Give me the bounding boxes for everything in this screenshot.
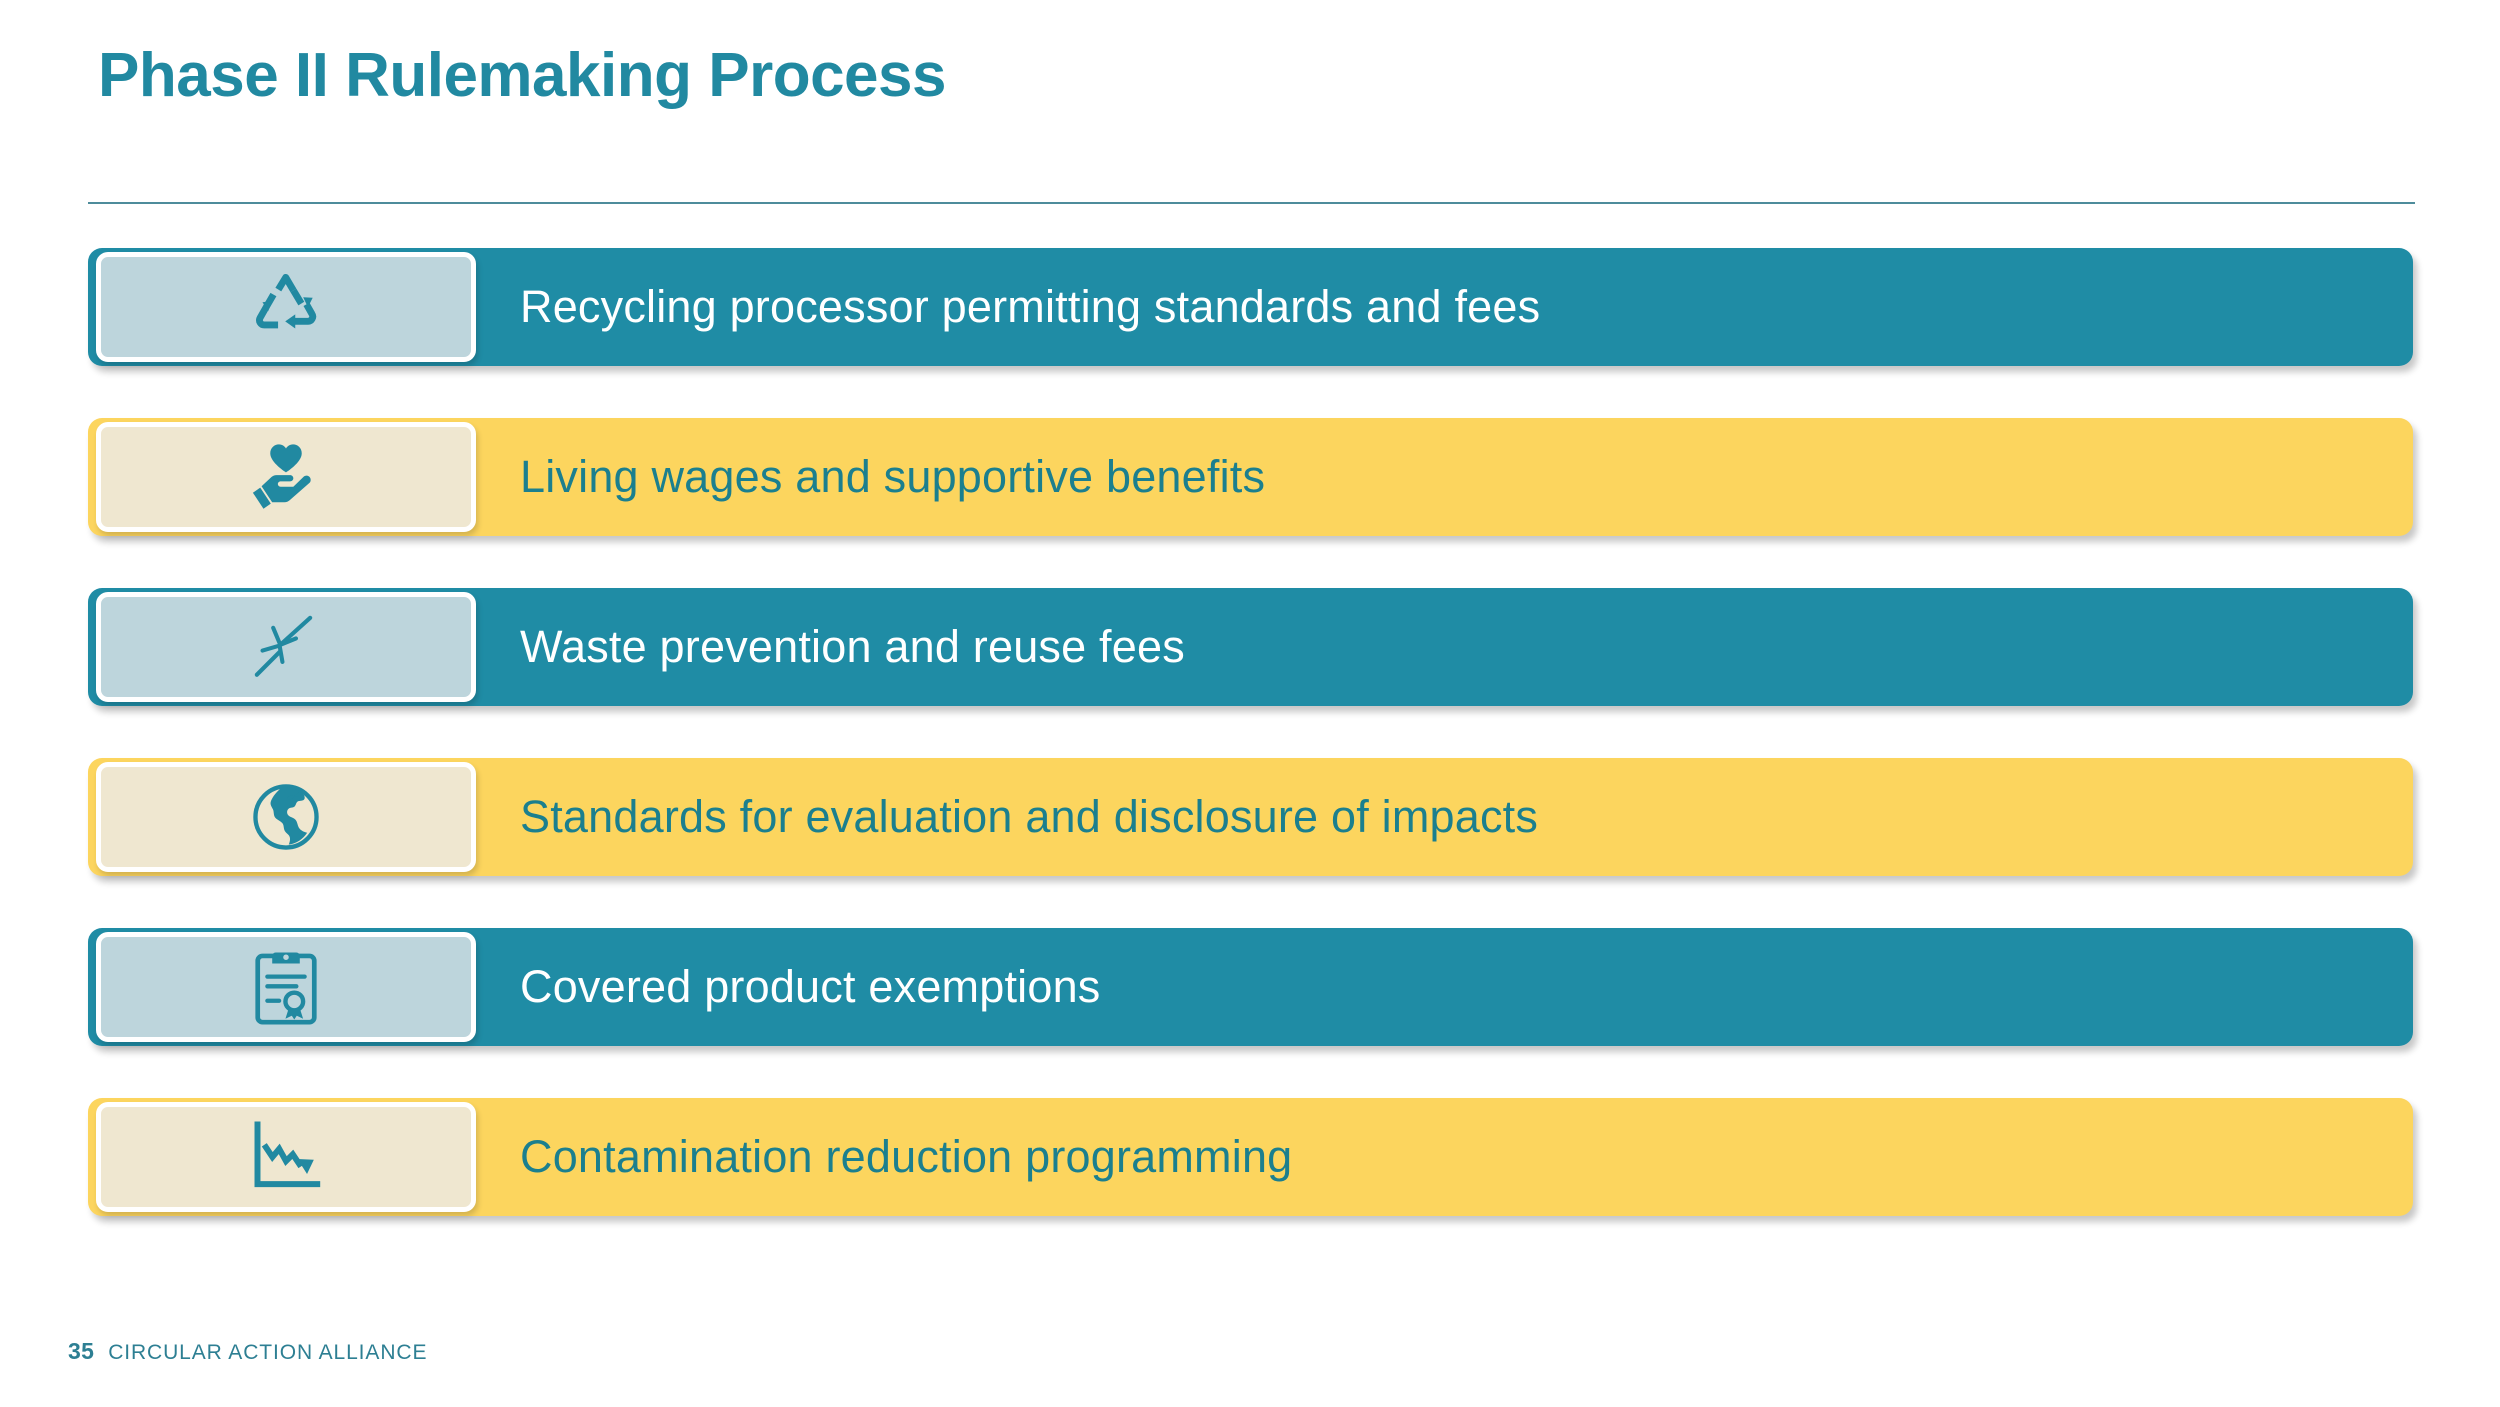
list-item-label: Living wages and supportive benefits	[520, 451, 1266, 502]
list-item-label: Waste prevention and reuse fees	[520, 621, 1185, 672]
heart-in-hand-icon	[252, 444, 311, 509]
list-item[interactable]: Recycling processor permitting standards…	[0, 248, 2500, 366]
list-item[interactable]: Living wages and supportive benefits	[0, 418, 2500, 536]
list-item-label: Covered product exemptions	[520, 961, 1101, 1012]
reduce-arrows-icon	[254, 615, 313, 677]
list-item-label: Contamination reduction programming	[520, 1131, 1293, 1182]
row-icon-box	[96, 762, 476, 872]
page-number: 35	[68, 1338, 95, 1364]
list-item-label: Standards for evaluation and disclosure …	[520, 791, 1539, 842]
row-icon-box	[96, 1102, 476, 1212]
list-item[interactable]: Standards for evaluation and disclosure …	[0, 758, 2500, 876]
rulemaking-topic-list: Recycling processor permitting standards…	[0, 248, 2500, 1268]
row-icon-box	[96, 932, 476, 1042]
list-item-label: Recycling processor permitting standards…	[520, 281, 1541, 332]
row-icon-box	[96, 252, 476, 362]
list-item[interactable]: Contamination reduction programming	[0, 1098, 2500, 1216]
list-item[interactable]: Covered product exemptions	[0, 928, 2500, 1046]
page-title: Phase II Rulemaking Process	[98, 41, 947, 110]
slide-footer: 35 CIRCULAR ACTION ALLIANCE	[68, 1338, 427, 1365]
globe-americas-icon	[253, 784, 319, 850]
row-icon-box	[96, 422, 476, 532]
recycling-icon	[256, 273, 317, 329]
declining-chart-icon	[254, 1121, 321, 1188]
row-icon-box	[96, 592, 476, 702]
list-item[interactable]: Waste prevention and reuse fees	[0, 588, 2500, 706]
organization-name: CIRCULAR ACTION ALLIANCE	[108, 1341, 428, 1364]
title-divider	[88, 202, 2415, 204]
clipboard-award-icon	[255, 952, 317, 1025]
